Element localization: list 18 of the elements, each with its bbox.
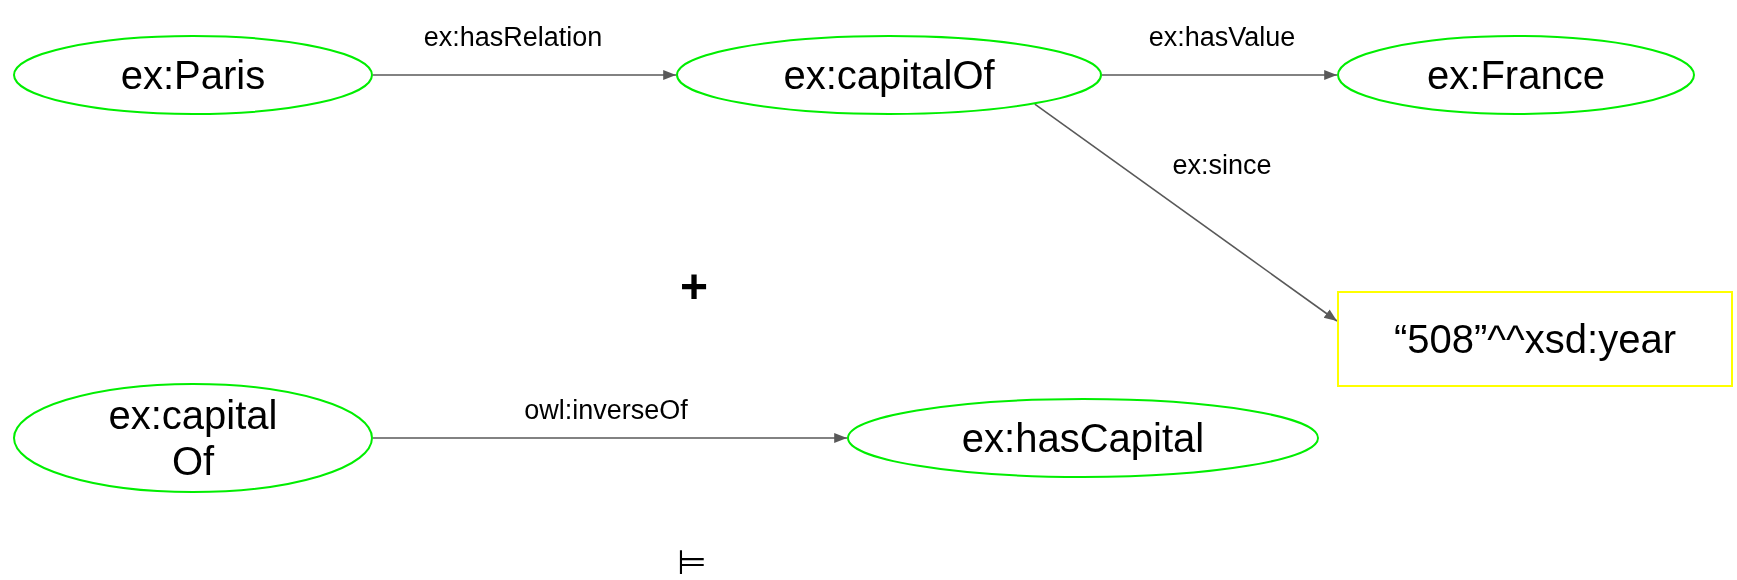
resource-ellipse xyxy=(676,35,1102,115)
node-label: ex:capitalOf xyxy=(783,52,995,98)
arrow xyxy=(372,432,848,444)
arrow xyxy=(1101,69,1338,81)
resource-ellipse xyxy=(13,35,373,115)
node-label: ex:Paris xyxy=(120,52,266,98)
node-label: ex:hasCapital xyxy=(961,415,1205,461)
node-label: ex:capital Of xyxy=(108,392,278,484)
entailment-symbol: ⊨ xyxy=(677,542,707,580)
literal-box xyxy=(1337,291,1733,387)
resource-ellipse xyxy=(13,383,373,493)
plus-sign: + xyxy=(680,258,708,314)
arrow xyxy=(372,69,677,81)
node-label: ex:France xyxy=(1427,52,1605,98)
node-label: “508”^^xsd:year xyxy=(1393,316,1677,362)
resource-ellipse xyxy=(1337,35,1695,115)
arrow xyxy=(1034,103,1338,322)
resource-ellipse xyxy=(847,398,1319,478)
